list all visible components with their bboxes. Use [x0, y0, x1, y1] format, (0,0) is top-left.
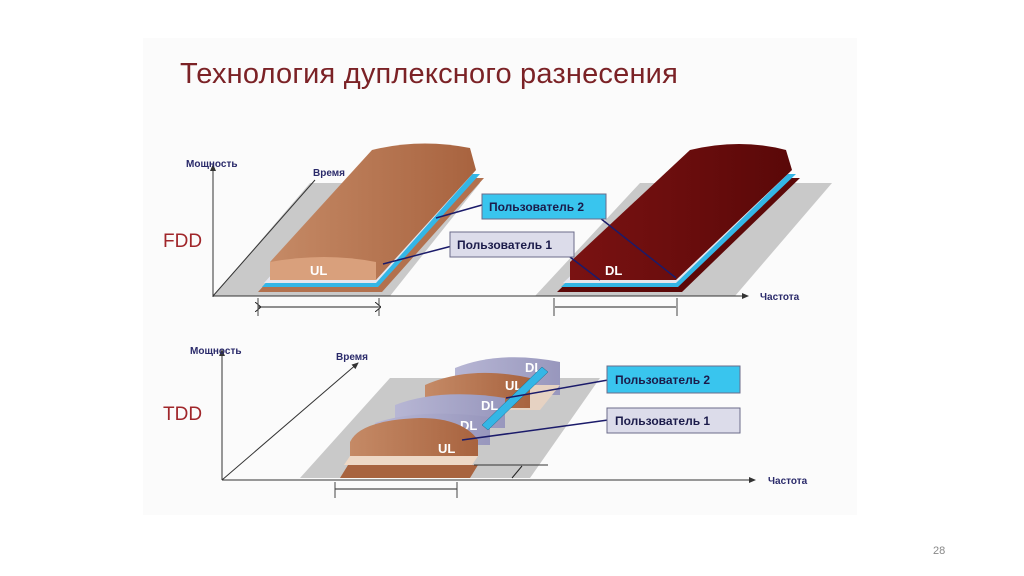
svg-text:Пользователь 2: Пользователь 2 [489, 200, 584, 214]
tdd-time-axis [221, 362, 359, 481]
tdd-callout-user2: Пользователь 2 [606, 365, 741, 394]
fdd-section: UL DL Пользователь [163, 143, 832, 316]
tdd-time-axis-label: Время [336, 352, 368, 363]
svg-text:Пользователь 1: Пользователь 1 [615, 414, 710, 428]
fdd-callout-user1: Пользователь 1 [449, 231, 575, 258]
fdd-time-axis [212, 179, 316, 297]
tdd-slab-ul-front: UL [340, 418, 478, 478]
fdd-dl-label: DL [605, 263, 622, 278]
fdd-callout-user2: Пользователь 2 [481, 193, 607, 220]
tdd-x-axis-label: Частота [768, 476, 808, 487]
tdd-label: TDD [163, 404, 202, 425]
leader [382, 245, 453, 265]
fdd-label: FDD [163, 231, 202, 252]
dl-slab: DL [557, 144, 800, 292]
guard-time-marker [511, 465, 523, 479]
svg-text:Пользователь 1: Пользователь 1 [457, 238, 552, 252]
tdd-callout-user1: Пользователь 1 [606, 407, 741, 434]
ul-slab: UL [258, 143, 484, 292]
fdd-y-axis-label: Мощность [186, 159, 238, 170]
svg-text:Пользователь 2: Пользователь 2 [615, 373, 710, 387]
fdd-time-axis-label: Время [313, 168, 345, 179]
tdd-section: DL UL DL DL UL [163, 346, 808, 498]
svg-text:UL: UL [438, 441, 455, 456]
svg-text:UL: UL [505, 378, 522, 393]
page-number: 28 [933, 545, 946, 557]
tdd-y-axis-label: Мощность [190, 346, 242, 357]
tdd-user2-strip [481, 366, 549, 431]
leader [505, 379, 609, 399]
leader [569, 256, 601, 281]
slide-title: Технология дуплексного разнесения [180, 58, 678, 90]
leader [435, 204, 483, 219]
leader [599, 217, 677, 279]
fdd-ul-label: UL [310, 263, 327, 278]
fdd-x-axis-label: Частота [760, 292, 800, 303]
svg-text:DL: DL [481, 398, 498, 413]
leader [461, 419, 609, 441]
